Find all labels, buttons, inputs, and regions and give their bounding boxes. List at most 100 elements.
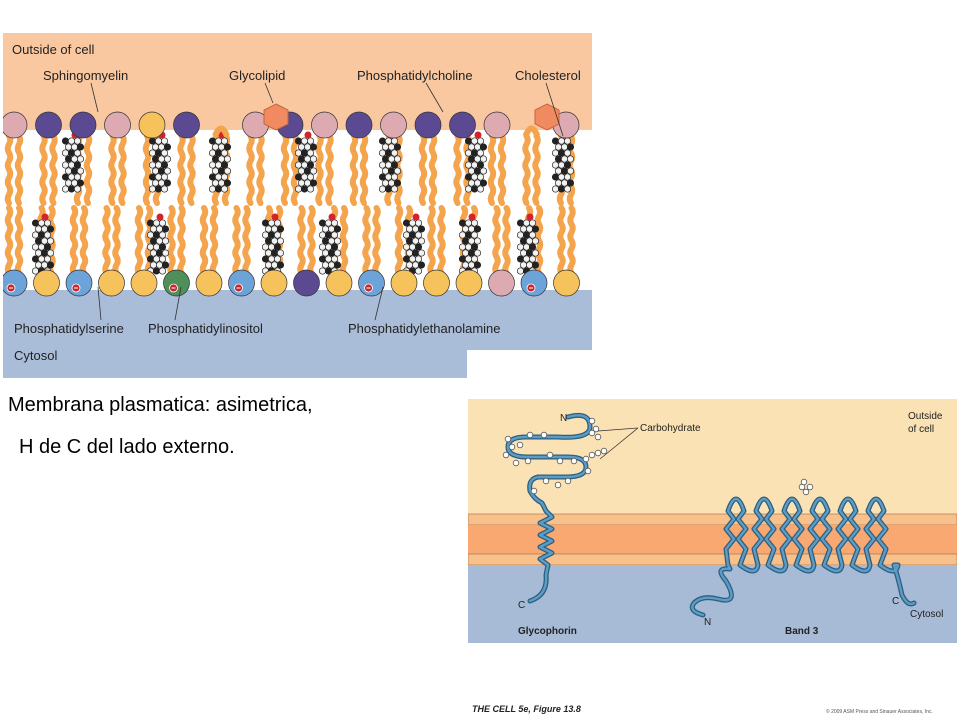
cholesterol-atom (384, 185, 393, 193)
cholesterol-atom (267, 231, 276, 239)
cholesterol (148, 131, 172, 193)
lipid-tail (297, 205, 306, 276)
cholesterol-atom (276, 237, 285, 245)
phosphatidylethanolamine-head (138, 111, 166, 139)
cholesterol-atom (37, 231, 46, 239)
cholesterol-atom (34, 237, 43, 245)
cholesterol-atom (211, 143, 220, 151)
cholesterol-atom (522, 219, 531, 227)
cholesterol-atom (31, 219, 40, 227)
cholesterol-atom (309, 179, 318, 187)
cholesterol-atom (318, 267, 327, 275)
cholesterol-atom (563, 137, 572, 145)
cholesterol-atom (461, 225, 470, 233)
cholesterol-atom (214, 137, 223, 145)
cholesterol-atom (554, 143, 563, 151)
cholesterol-atom (390, 137, 399, 145)
sphingomyelin-head (173, 111, 200, 139)
cholesterol (294, 131, 318, 193)
cholesterol-atom (303, 155, 312, 163)
cholesterol-atom (146, 219, 155, 227)
cholesterol-atom (61, 161, 70, 169)
lipid-tail (134, 205, 144, 276)
cholesterol-atom (46, 237, 55, 245)
cholesterol-atom (390, 161, 399, 169)
cholesterol-atom (76, 143, 85, 151)
cholesterol-atom (458, 243, 467, 251)
cholesterol-atom (318, 231, 327, 239)
cholesterol-atom (146, 243, 155, 251)
cholesterol-atom (217, 167, 226, 175)
sugar-residue (526, 431, 534, 439)
cholesterol-atom (384, 161, 393, 169)
cholesterol-atom (64, 143, 73, 151)
cholesterol-atom (64, 167, 73, 175)
lipid-tail (144, 205, 154, 276)
cholesterol-atom (557, 185, 566, 193)
cholesterol-atom (267, 243, 276, 251)
cholesterol-atom (324, 243, 333, 251)
cholesterol-atom (146, 255, 155, 263)
cholesterol-atom (306, 161, 315, 169)
outer-leaflet-heads (3, 111, 580, 139)
hydroxyl-group (271, 213, 279, 221)
cholesterol-atom (516, 231, 525, 239)
cholesterol-atom (516, 267, 525, 275)
cholesterol-atom (214, 149, 223, 157)
lipid-tail (349, 133, 359, 206)
cholesterol-atom (273, 219, 282, 227)
lipid-tail (307, 205, 316, 276)
cholesterol-atom (306, 149, 315, 157)
cholesterol-atom (324, 255, 333, 263)
carbohydrate-label: Carbohydrate (640, 423, 701, 434)
cholesterol-atom (300, 185, 309, 193)
cholesterol-label: Cholesterol (515, 68, 581, 83)
cholesterol-atom (152, 219, 161, 227)
sphingomyelin-head (69, 111, 97, 139)
cholesterol-atom (461, 237, 470, 245)
cholesterol-atom (414, 267, 423, 275)
band3-label: Band 3 (785, 626, 819, 637)
cholesterol-atom (476, 185, 485, 193)
cholesterol-atom (384, 173, 393, 181)
cholesterol-atom (528, 219, 537, 227)
cholesterol-atom (297, 167, 306, 175)
cholesterol-atom (384, 149, 393, 157)
cholesterol-atom (560, 167, 569, 175)
cholesterol-atom (464, 185, 473, 193)
lipid-tail (49, 133, 58, 206)
sphingomyelin-label: Sphingomyelin (43, 68, 128, 83)
phosphatidylethanolamine-head (455, 269, 483, 297)
cholesterol-atom (522, 255, 531, 263)
cholesterol-atom (208, 149, 217, 157)
cholesterol-atom (479, 155, 488, 163)
cholesterol-atom (149, 261, 158, 269)
cholesterol-atom (458, 255, 467, 263)
cholesterol-atom (309, 155, 318, 163)
cholesterol-atom (300, 173, 309, 181)
cholesterol-atom (378, 185, 387, 193)
cholesterol-atom (330, 255, 339, 263)
outside-of-cell-label-1: Outside (908, 411, 943, 422)
lipid-tail (142, 133, 152, 206)
phosphatidylinositol-label: Phosphatidylinositol (148, 321, 263, 336)
cholesterol-atom (551, 161, 560, 169)
cholesterol-atom (554, 167, 563, 175)
cholesterol-atom (151, 143, 160, 151)
lipid-tail (502, 205, 511, 276)
cholesterol-atom (309, 167, 318, 175)
phosphatidylethanolamine-head (553, 269, 580, 297)
cholesterol-atom (300, 149, 309, 157)
cholesterol-atom (208, 161, 217, 169)
cholesterol-atom (157, 167, 166, 175)
sugar-residue (582, 455, 590, 463)
hydroxyl-group (526, 213, 534, 221)
cholesterol-atom (264, 249, 273, 257)
lipid-tail (256, 133, 265, 206)
cholesterol-atom (387, 167, 396, 175)
cholesterol-atom (387, 143, 396, 151)
sugar-residue (594, 433, 602, 441)
caption-line-1: Membrana plasmatica: asimetrica, (8, 394, 313, 416)
cholesterol (208, 131, 232, 193)
cholesterol-atom (327, 261, 336, 269)
